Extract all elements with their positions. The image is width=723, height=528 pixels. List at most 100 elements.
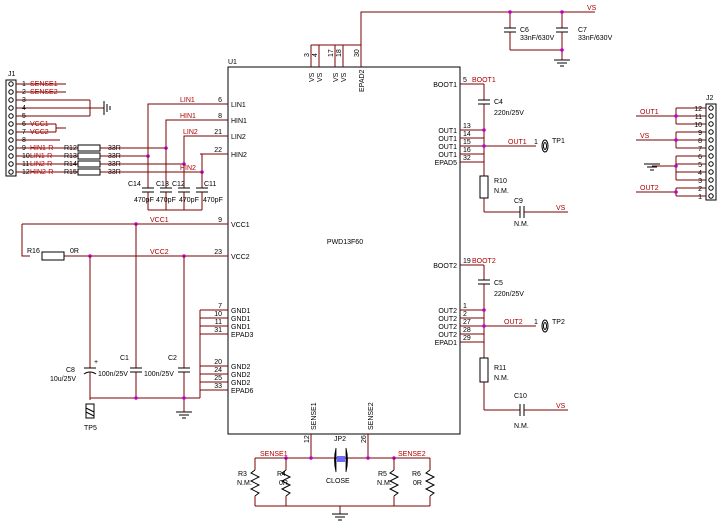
c4-value: 220n/25V (494, 110, 524, 117)
u1-pin-num: 16 (463, 147, 471, 154)
r13-body (77, 152, 101, 160)
r5-body (388, 469, 400, 497)
u1-pin-name: VS (317, 72, 324, 82)
tp5: TP5 (84, 403, 97, 432)
jp2: JP2 CLOSE (326, 436, 350, 485)
u1-pin-num: 33 (214, 383, 222, 390)
u1-pin-name: EPAD3 (231, 332, 254, 339)
net-boot1: BOOT1 (472, 77, 496, 84)
j1-pin-marks (8, 81, 14, 175)
j1-pin-net: HIN2-R (30, 169, 53, 176)
u1-pin-num: 5 (463, 77, 467, 84)
u1-pin-num: 18 (336, 49, 343, 57)
r14-ref: R14 (64, 161, 77, 168)
input-filter-caps: C14 470pF C13 470pF C12 470pF C11 470pF (128, 148, 223, 211)
out2-stage: BOOT2 C5 220n/25V OUT2 1 TP2 R11 N.M. C1… (472, 258, 568, 430)
u1-pin-num: 25 (214, 375, 222, 382)
j1-pin-lines (16, 83, 90, 173)
net-out2: OUT2 (504, 319, 523, 326)
input-nets: LIN1 HIN1 LIN2 HIN2 (146, 97, 204, 174)
u1-top-pins: 3 4 17 18 30 VS VS VS VS EPAD2 (304, 44, 366, 92)
j1-pin-num: 12 (22, 169, 30, 176)
j2-pin-num: 9 (698, 130, 702, 137)
r3-value: N.M. (237, 480, 252, 487)
j2-body (705, 103, 717, 201)
u1-pin-num: 7 (218, 303, 222, 310)
j2-pin-num: 4 (698, 170, 702, 177)
c1-ref: C1 (120, 355, 129, 362)
u1-pin-name: LIN1 (231, 102, 246, 109)
r15-body (77, 168, 101, 176)
c13-value: 470pF (156, 197, 176, 204)
c13-ref: C13 (156, 181, 169, 188)
c10-ref: C10 (514, 393, 527, 400)
u1-pin-num: 12 (304, 435, 311, 443)
net-lin1: LIN1 (180, 97, 195, 104)
j1-pin-net: VCC2 (30, 129, 49, 136)
u1-pin-name: OUT1 (438, 128, 457, 135)
c2-ref: C2 (168, 355, 177, 362)
out1-stage: BOOT1 C4 220n/25V OUT1 1 TP1 R10 N.M. C9… (472, 77, 568, 228)
c12-ref: C12 (172, 181, 185, 188)
u1-pin-num: 31 (214, 327, 222, 334)
u1-ref: U1 (228, 59, 237, 66)
j2-pin-num: 8 (698, 138, 702, 145)
net-vs-c9: VS (556, 205, 566, 212)
j2-pin-num: 6 (698, 154, 702, 161)
u1-pin-num: 20 (214, 359, 222, 366)
c5-ref: C5 (494, 280, 503, 287)
j2-net-vs: VS (640, 133, 650, 140)
j1-body (5, 79, 17, 177)
j1-pin-num: 8 (22, 137, 26, 144)
bulk-caps: + C8 10u/25V C1 100n/25V C2 100n/25V (50, 224, 201, 412)
c14-ref: C14 (128, 181, 141, 188)
r13-ref: R13 (64, 153, 77, 160)
j2-connector: J2 12 11 10 9 8 7 6 (636, 95, 717, 201)
u1-pin-num: 28 (463, 327, 471, 334)
net-boot2: BOOT2 (472, 258, 496, 265)
u1-bottom-pins: SENSE1 SENSE2 12 26 (304, 402, 375, 458)
r3-body (249, 469, 261, 497)
u1-right-pins: 5 BOOT1 13 OUT1 14 OUT1 15 OUT1 16 OUT1 … (433, 77, 485, 347)
u1-pin-num: 11 (215, 319, 222, 326)
j2-pin-lines (676, 107, 706, 197)
c11-ref: C11 (204, 181, 216, 188)
u1-pin-num: 1 (463, 303, 467, 310)
u1-pin-num: 24 (214, 367, 222, 374)
u1-pin-name: VCC2 (231, 254, 250, 261)
j1-pin-num: 7 (22, 129, 26, 136)
r6-ref: R6 (412, 471, 421, 478)
svg-text:+: + (94, 359, 98, 366)
c9-value: N.M. (514, 221, 529, 228)
u1-pin-num: 17 (328, 49, 335, 57)
j2-pin-num: 1 (698, 194, 702, 201)
u1-pin-num: 13 (463, 123, 471, 130)
tp2-icon (541, 319, 549, 333)
vs-bus: VS C6 33nF/630V C7 33nF/630V (360, 5, 613, 60)
ground-icon (103, 101, 111, 115)
u1-pin-num: 23 (214, 249, 222, 256)
u1-pin-name: OUT2 (438, 308, 457, 315)
u1-pin-num: 6 (218, 97, 222, 104)
u1-pin-num: 9 (218, 217, 222, 224)
u1-pin-name: LIN2 (231, 134, 246, 141)
u1-pin-num: 21 (214, 129, 222, 136)
net-lin2: LIN2 (183, 129, 198, 136)
j2-pin-num: 11 (695, 114, 702, 121)
tp2-pin: 1 (534, 319, 538, 326)
c5-value: 220n/25V (494, 291, 524, 298)
u1-pin-name: GND1 (231, 324, 251, 331)
c1-value: 100n/25V (144, 371, 174, 378)
j2-pin-num: 2 (698, 186, 702, 193)
r15-ref: R15 (64, 169, 77, 176)
net-out1: OUT1 (508, 139, 527, 146)
r10-ref: R10 (494, 178, 507, 185)
j2-ref: J2 (706, 95, 714, 102)
u1-pin-name: EPAD5 (435, 160, 458, 167)
r14-body (77, 160, 101, 168)
u1-pin-name: OUT2 (438, 316, 457, 323)
r16-body (41, 251, 65, 261)
u1-pin-name: OUT2 (438, 332, 457, 339)
u1-pin-name: GND2 (231, 380, 251, 387)
